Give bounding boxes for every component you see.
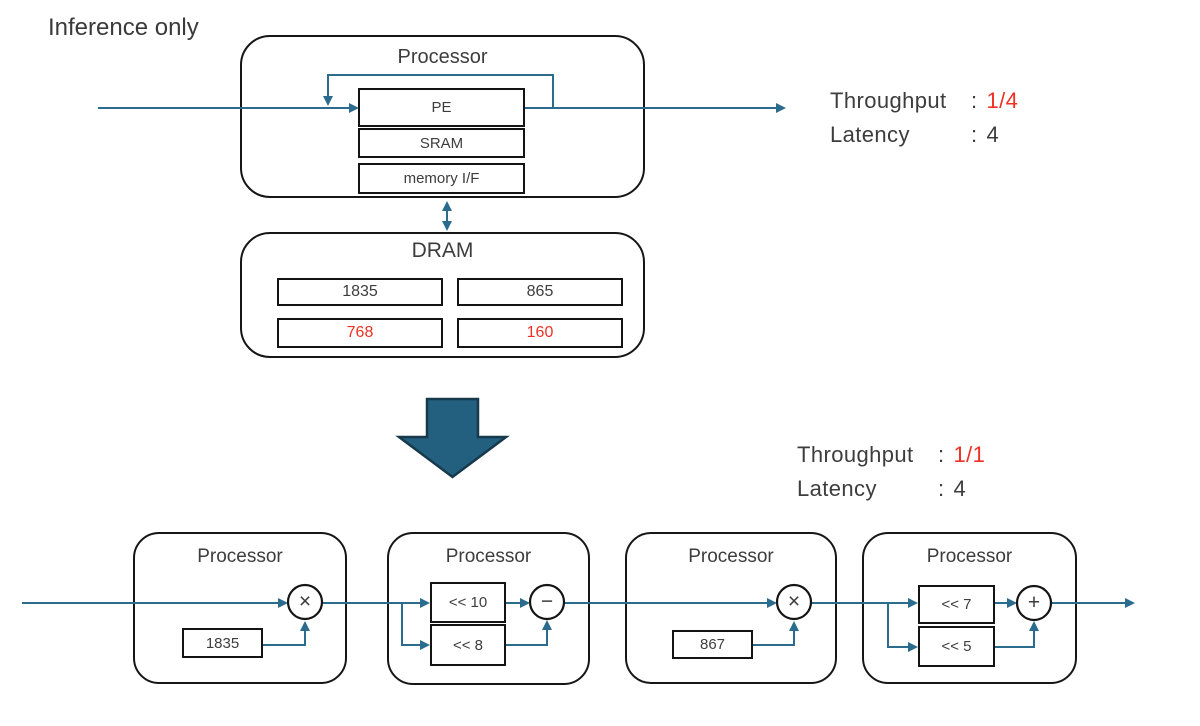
mul1-bottom-arrowhead-icon: [300, 621, 310, 631]
top-processor-title: Processor: [397, 46, 488, 68]
subtract-symbol: −: [540, 590, 554, 613]
pe-feedback-arrowhead-icon: [323, 96, 333, 106]
mul1-input-arrowhead-icon: [278, 598, 288, 608]
stage4-branch-line: [887, 603, 908, 648]
pipeline-processor-2-title: Processor: [445, 546, 532, 567]
bottom-metrics: Throughput:1/1 Latency:4: [797, 438, 985, 506]
shift-box-10: << 10: [430, 582, 506, 623]
dram-cell-768: 768: [277, 318, 443, 348]
top-input-arrowhead-icon: [349, 103, 359, 113]
shift7-input-arrowhead-icon: [908, 598, 918, 608]
add-circle: [1015, 584, 1053, 622]
operand-1835-line: [263, 629, 306, 646]
top-output-arrowhead-icon: [776, 103, 786, 113]
top-latency-value: 4: [986, 122, 1000, 147]
pipeline-processor-4-title: Processor: [926, 546, 1013, 567]
shift10-input-arrowhead-icon: [420, 598, 430, 608]
pipeline-output-arrowhead-icon: [1125, 598, 1135, 608]
add-symbol: +: [1027, 591, 1041, 614]
shift5-input-arrowhead-icon: [908, 642, 918, 652]
dram-cell-865: 865: [457, 278, 623, 306]
bottom-latency-value: 4: [953, 476, 967, 501]
shift8-input-arrowhead-icon: [420, 640, 430, 650]
pe-feedback-line: [327, 74, 554, 108]
pe-block: PE: [358, 88, 525, 127]
sram-block: SRAM: [358, 128, 525, 158]
memory-if-block: memory I/F: [358, 163, 525, 194]
sub-input-arrowhead-icon: [520, 598, 530, 608]
top-throughput-value: 1/4: [986, 88, 1019, 113]
bottom-latency-label: Latency: [797, 476, 877, 501]
inference-only-label: Inference only: [48, 14, 199, 41]
top-throughput-row: Throughput:1/4: [830, 84, 1018, 118]
pipeline-processor-3-title: Processor: [688, 546, 774, 567]
mul3-input-arrowhead-icon: [767, 598, 777, 608]
bottom-throughput-label: Throughput: [797, 442, 914, 467]
shift-box-5: << 5: [918, 626, 995, 667]
operand-867-line: [753, 629, 795, 646]
sub-bottom-arrowhead-icon: [542, 620, 552, 630]
add-input-arrowhead-icon: [1007, 598, 1017, 608]
top-throughput-label: Throughput: [830, 88, 947, 113]
top-latency-row: Latency:4: [830, 118, 1018, 152]
pipeline-processor-1-title: Processor: [197, 546, 283, 567]
bottom-throughput-row: Throughput:1/1: [797, 438, 985, 472]
mul3-bottom-arrowhead-icon: [789, 621, 799, 631]
big-down-arrow: [395, 397, 510, 479]
top-latency-label: Latency: [830, 122, 910, 147]
top-throughput-colon: :: [971, 88, 978, 113]
dram-link-down-arrowhead-icon: [442, 221, 452, 231]
add-bottom-arrowhead-icon: [1029, 621, 1039, 631]
dram-cell-1835: 1835: [277, 278, 443, 306]
bottom-throughput-colon: :: [938, 442, 945, 467]
multiply-symbol-1: ×: [298, 590, 312, 613]
multiply-circle-1: [286, 583, 324, 621]
bottom-latency-colon: :: [938, 476, 945, 501]
subtract-circle: [528, 583, 566, 621]
dram-title: DRAM: [411, 239, 474, 262]
operand-box-867: 867: [672, 630, 753, 659]
shift-box-8: << 8: [430, 624, 506, 666]
dram-cell-160: 160: [457, 318, 623, 348]
shift8-output-line: [506, 628, 548, 646]
top-metrics: Throughput:1/4 Latency:4: [830, 84, 1018, 152]
shift-box-7: << 7: [918, 585, 995, 624]
dram-link-up-arrowhead-icon: [442, 201, 452, 211]
stage2-branch-line: [401, 603, 420, 646]
multiply-symbol-2: ×: [787, 590, 801, 613]
multiply-circle-2: [775, 583, 813, 621]
top-latency-colon: :: [971, 122, 978, 147]
bottom-throughput-value: 1/1: [953, 442, 986, 467]
bottom-latency-row: Latency:4: [797, 472, 985, 506]
operand-box-1835: 1835: [182, 628, 263, 658]
shift5-output-line: [995, 629, 1035, 648]
